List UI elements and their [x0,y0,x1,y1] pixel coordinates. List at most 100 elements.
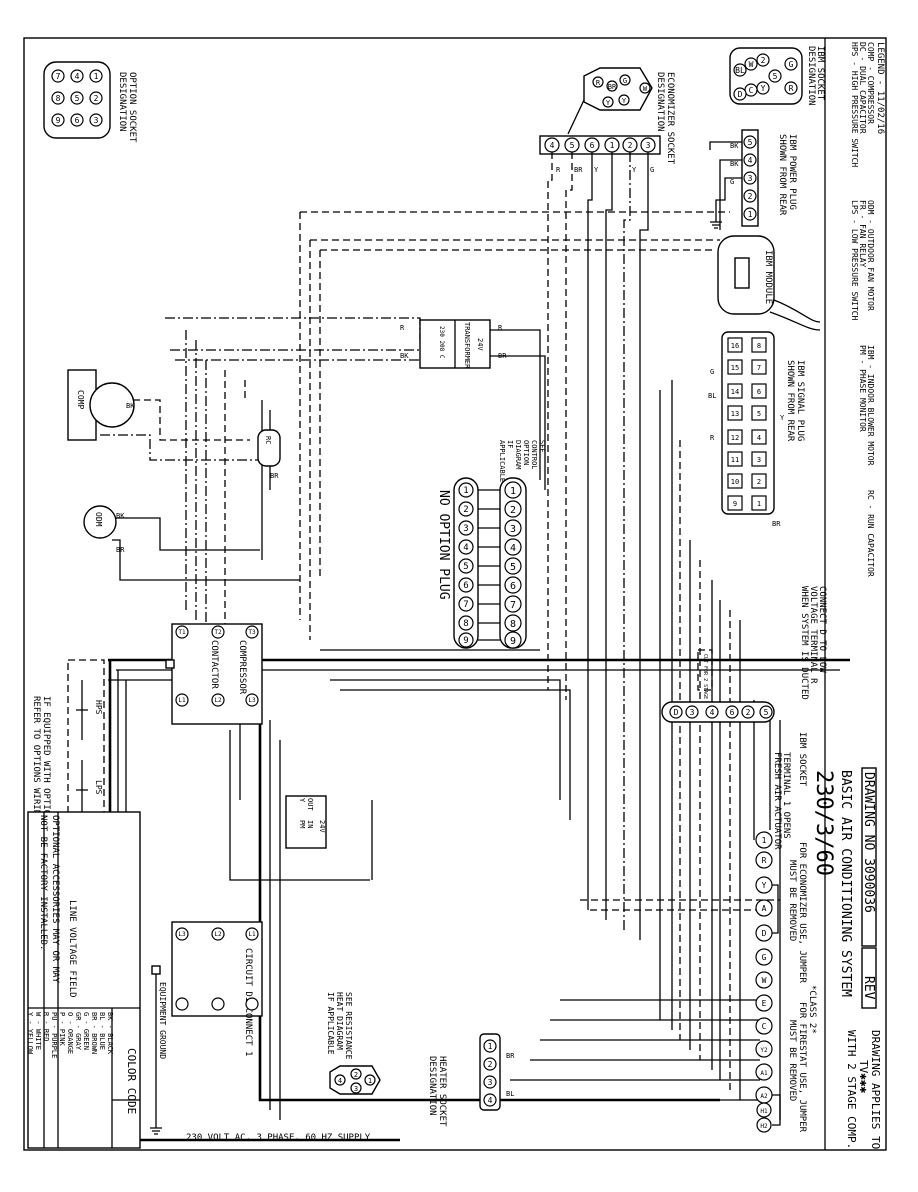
ground-icon [150,974,162,1135]
svg-text:4: 4 [757,434,761,442]
svg-text:R: R [762,856,767,865]
svg-text:BK: BK [730,142,739,150]
svg-text:Y: Y [632,166,637,174]
svg-text:1: 1 [762,836,767,845]
svg-text:9: 9 [510,636,516,647]
svg-text:DC - DUAL CAPACITOR: DC - DUAL CAPACITOR [858,42,867,134]
svg-text:8: 8 [757,342,761,350]
svg-text:G: G [623,77,627,85]
svg-text:COMP - COMPRESSOR: COMP - COMPRESSOR [866,42,875,124]
svg-text:IBM SIGNAL PLUG: IBM SIGNAL PLUG [795,360,805,441]
applies-to-line1: DRAWING APPLIES TO [869,1030,882,1149]
svg-text:DESIGNATION: DESIGNATION [427,1056,437,1116]
svg-text:OUT: OUT [306,798,314,811]
svg-text:FR - FAN RELAY: FR - FAN RELAY [858,200,867,268]
svg-text:MUST BE REMOVED: MUST BE REMOVED [787,860,797,941]
svg-text:4: 4 [748,156,753,165]
svg-text:ODM: ODM [94,512,103,527]
option-plug: SEE CONTROL OPTION DIAGRAM IF APPLICABLE… [436,440,546,649]
no-option-plug-label: NO OPTION PLUG [436,490,451,600]
svg-text:3: 3 [757,456,761,464]
svg-text:NOT BE FACTORY INSTALLED.: NOT BE FACTORY INSTALLED. [38,815,48,950]
svg-text:230 VOLT AC, 3 PHASE, 60 HZ SU: 230 VOLT AC, 3 PHASE, 60 HZ SUPPLY [186,1133,371,1143]
svg-text:2: 2 [748,192,753,201]
svg-text:9: 9 [733,500,737,508]
svg-text:SHOWN FROM REAR: SHOWN FROM REAR [785,360,795,442]
svg-text:T3: T3 [248,629,256,636]
svg-text:BR: BR [270,472,279,480]
color-code-title: COLOR CODE [125,1048,138,1114]
svg-text:BL: BL [708,392,716,400]
svg-text:WHEN SYSTEM IS DUCTED: WHEN SYSTEM IS DUCTED [799,586,809,700]
svg-text:W: W [762,976,767,985]
transformer: TRANSFORMER 24V 230 208 C R BK R BR [400,319,507,369]
svg-text:11: 11 [731,456,739,464]
svg-text:6: 6 [510,581,516,592]
svg-text:G - GREEN: G - GREEN [82,1012,90,1050]
system-title: BASIC AIR CONDITIONING SYSTEM [838,770,853,997]
svg-text:8: 8 [463,619,468,629]
svg-text:4: 4 [510,543,516,554]
svg-text:W: W [643,85,648,93]
svg-text:7: 7 [463,600,468,610]
svg-text:EQUIPMENT GROUND: EQUIPMENT GROUND [158,982,167,1059]
svg-text:10: 10 [731,478,739,486]
svg-text:A: A [762,904,767,913]
svg-text:Y: Y [762,881,767,890]
svg-text:G: G [789,60,794,69]
svg-text:L1: L1 [178,697,186,704]
svg-text:IF: IF [506,440,514,448]
svg-text:7: 7 [757,364,761,372]
svg-text:CONNECT D TO LOW: CONNECT D TO LOW [817,586,827,673]
svg-text:2: 2 [488,1060,493,1069]
contactor: CONTACTOR COMPRESSOR T1 T2 T3 L1 L2 L3 [165,623,263,725]
svg-text:Y2: Y2 [760,1047,768,1054]
svg-text:7: 7 [510,600,516,611]
svg-text:R: R [710,434,715,442]
svg-text:230 208 C: 230 208 C [438,326,445,359]
phase-monitor: Y OUT PM IN 24V [285,795,327,849]
svg-text:PM: PM [298,820,306,828]
svg-text:FOR FIRESTAT USE, JUMPER: FOR FIRESTAT USE, JUMPER [797,1002,807,1133]
svg-text:BR: BR [608,83,617,91]
svg-text:D: D [738,90,743,99]
ibm-signal-plug: IBM SIGNAL PLUG SHOWN FROM REAR 8 7 6 5 … [708,331,805,528]
svg-text:*CLASS 2*: *CLASS 2* [807,985,817,1034]
svg-text:H2: H2 [760,1123,768,1130]
svg-text:L1: L1 [248,931,256,938]
svg-text:BL: BL [506,1090,514,1098]
svg-text:TERMINAL 1 OPENS: TERMINAL 1 OPENS [781,752,791,839]
compressor-motor: COMP BK [67,369,135,441]
svg-text:R: R [498,324,503,332]
svg-text:Y: Y [622,97,627,105]
svg-text:8: 8 [56,94,61,103]
svg-text:2: 2 [94,94,99,103]
svg-text:1: 1 [748,210,753,219]
svg-text:6: 6 [75,116,80,125]
svg-text:SEE: SEE [538,440,546,453]
svg-text:Y: Y [780,414,785,422]
svg-text:L2: L2 [214,931,222,938]
svg-text:4: 4 [710,708,715,717]
svg-text:R: R [596,79,601,87]
voltage-spec: 230/3/60 [811,770,836,876]
svg-text:A2: A2 [760,1093,768,1100]
svg-text:DESIGNATION: DESIGNATION [117,72,127,132]
ibm-socket-designation: IBM SOCKET DESIGNATION G R 5 2 Y W C BL … [729,46,825,106]
svg-text:P - PINK: P - PINK [58,1012,66,1047]
svg-text:SEE RESISTANCE: SEE RESISTANCE [344,992,353,1060]
svg-text:Y: Y [594,166,599,174]
svg-text:IF APPLICABLE: IF APPLICABLE [326,992,335,1055]
svg-text:1: 1 [510,486,516,497]
svg-text:REFER TO OPTIONS WIRING DIAGRA: REFER TO OPTIONS WIRING DIAGRAM [31,696,41,865]
svg-text:OPTIONAL ACCESSORIES MAY OR MA: OPTIONAL ACCESSORIES MAY OR MAY [50,815,60,984]
svg-text:1: 1 [488,1042,493,1051]
svg-text:2: 2 [746,708,751,717]
svg-text:HEATER SOCKET: HEATER SOCKET [437,1056,447,1127]
svg-text:APPLICABLE: APPLICABLE [498,440,506,482]
svg-text:R: R [400,324,405,332]
svg-text:1: 1 [463,486,468,496]
svg-text:4: 4 [550,141,555,150]
